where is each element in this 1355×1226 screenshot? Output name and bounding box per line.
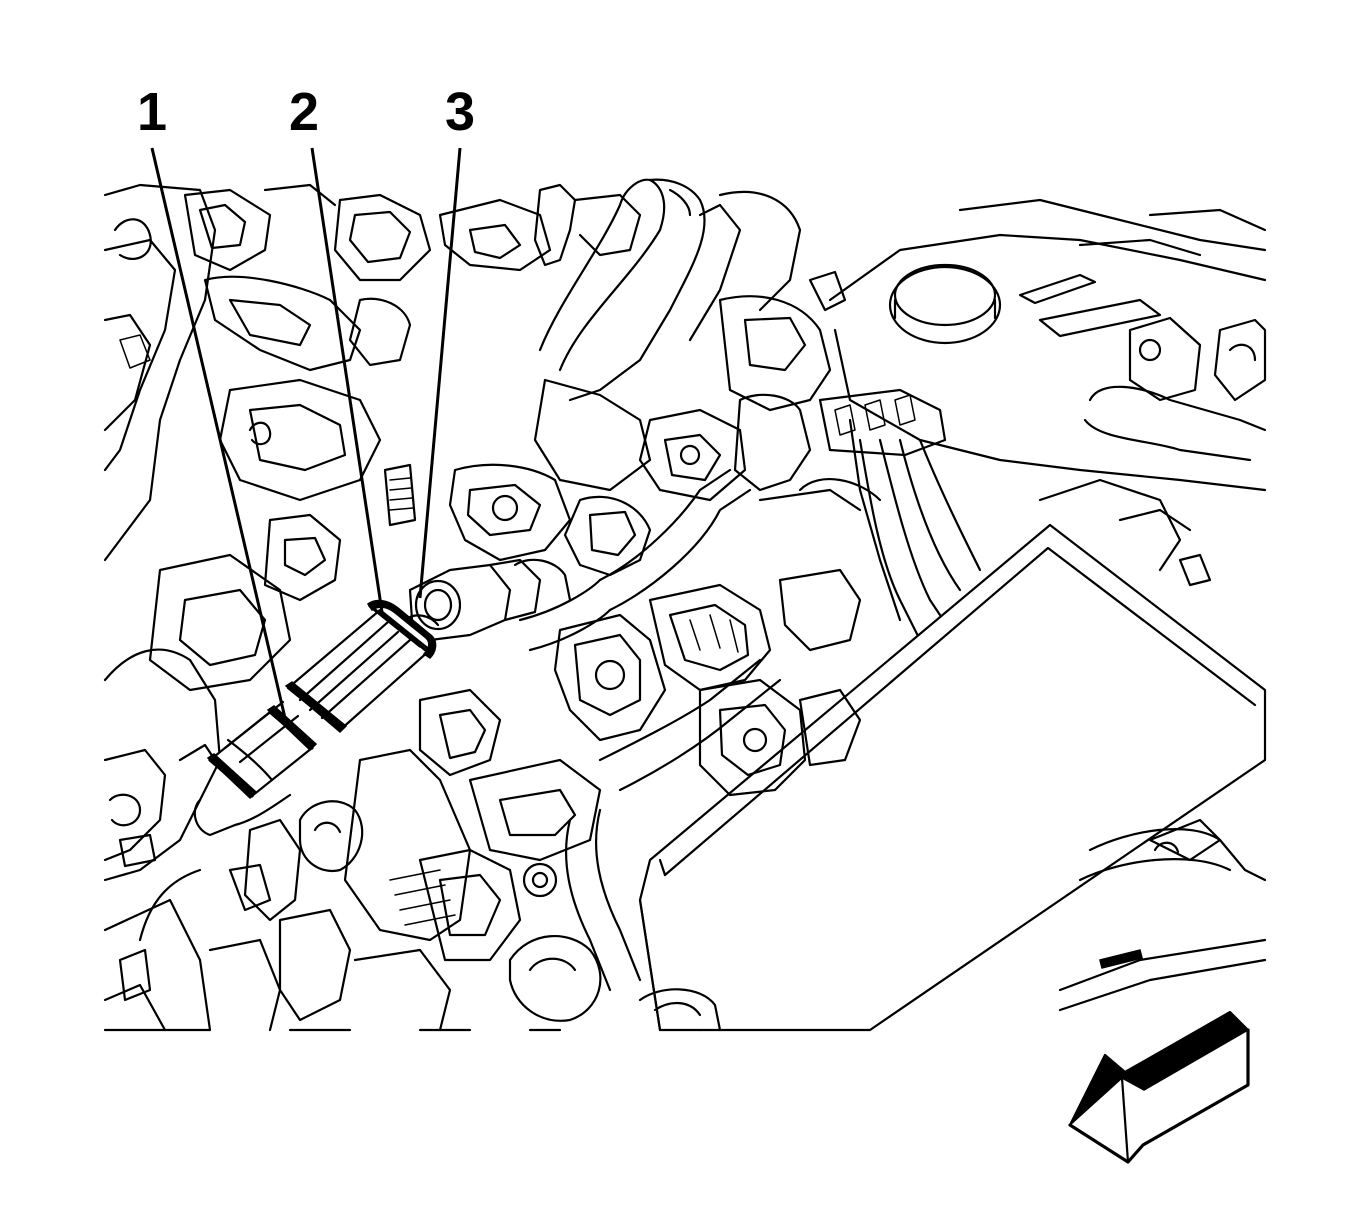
intake-pipe — [533, 178, 802, 492]
part-3-connector — [408, 558, 572, 642]
arrow-front-left-icon — [1068, 1010, 1250, 1164]
upper-left-components — [148, 183, 642, 692]
lower-center-components — [208, 748, 722, 1032]
leader-line-2 — [310, 147, 384, 613]
callout-leaders — [150, 147, 462, 719]
leader-line-3 — [418, 147, 462, 599]
left-frame — [103, 183, 222, 1032]
leader-line-1 — [150, 147, 287, 719]
part-1-retainer — [206, 700, 318, 800]
part-2-clamp — [284, 599, 440, 734]
callout-2-label: 2 — [289, 82, 319, 142]
callout-3-label: 3 — [445, 82, 475, 142]
coolant-reservoir — [828, 198, 1267, 622]
callout-1-label: 1 — [137, 82, 167, 142]
battery-housing — [638, 478, 1267, 1032]
lower-left-lines — [103, 868, 562, 1032]
hose-end — [178, 743, 292, 837]
center-wiring — [638, 270, 982, 642]
valve-assemblies — [418, 463, 862, 797]
